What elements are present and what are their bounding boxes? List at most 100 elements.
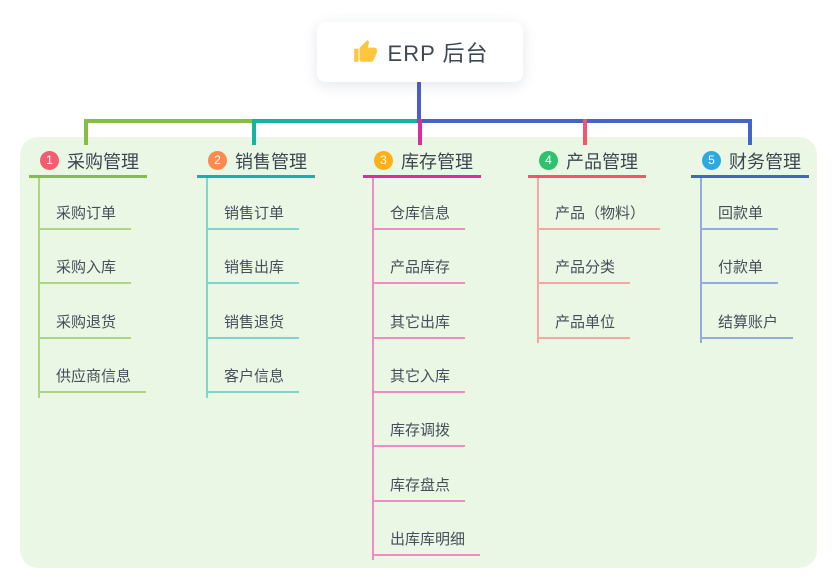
branches-panel <box>20 137 817 568</box>
child-node[interactable]: 结算账户 <box>700 313 794 339</box>
child-node[interactable]: 客户信息 <box>206 367 300 393</box>
branch-spine-line <box>700 178 702 343</box>
child-label: 采购入库 <box>56 259 117 276</box>
branch-number-badge: 5 <box>702 151 721 170</box>
child-underline <box>38 282 132 284</box>
child-node[interactable]: 出库库明细 <box>372 530 481 556</box>
child-label: 仓库信息 <box>390 205 451 222</box>
branch-drop-connector <box>84 119 88 145</box>
child-underline <box>700 282 779 284</box>
branch-drop-connector <box>252 119 256 145</box>
child-node[interactable]: 供应商信息 <box>38 367 147 393</box>
branch-label: 产品管理 <box>566 151 638 172</box>
branch-label: 库存管理 <box>401 151 473 172</box>
branch-label: 销售管理 <box>235 151 307 172</box>
branch-procurement: 1 采购管理 采购订单 采购入库 采购退货 供应商信息 <box>29 0 147 588</box>
branch-number-badge: 2 <box>208 151 227 170</box>
child-underline <box>537 282 631 284</box>
child-label: 产品单位 <box>555 314 616 331</box>
child-node[interactable]: 产品分类 <box>537 258 631 284</box>
branch-finance: 5 财务管理 回款单 付款单 结算账户 <box>691 0 809 588</box>
child-underline <box>372 554 481 556</box>
connector-segment-procurement <box>86 119 254 123</box>
branch-spine-line <box>372 178 374 560</box>
child-label: 其它出库 <box>390 314 451 331</box>
child-underline <box>206 391 300 393</box>
child-label: 采购订单 <box>56 205 117 222</box>
child-underline <box>537 228 661 230</box>
thumbs-up-icon <box>353 40 377 62</box>
connector-segment-sales <box>254 119 419 123</box>
child-node[interactable]: 销售出库 <box>206 258 300 284</box>
child-underline <box>372 337 466 339</box>
child-underline <box>206 337 300 339</box>
child-label: 回款单 <box>718 205 764 222</box>
child-underline <box>372 391 466 393</box>
root-trunk-connector <box>417 82 421 121</box>
child-underline <box>206 228 300 230</box>
branch-spine-line <box>38 178 40 398</box>
child-underline <box>38 228 132 230</box>
child-node[interactable]: 其它入库 <box>372 367 466 393</box>
child-node[interactable]: 库存盘点 <box>372 476 466 502</box>
branch-label: 财务管理 <box>729 151 801 172</box>
child-underline <box>38 337 132 339</box>
child-node[interactable]: 采购订单 <box>38 204 132 230</box>
root-node[interactable]: ERP 后台 <box>317 22 523 82</box>
child-node[interactable]: 产品库存 <box>372 258 466 284</box>
child-label: 采购退货 <box>56 314 117 331</box>
branch-drop-connector <box>748 119 752 145</box>
child-label: 产品（物料） <box>555 205 646 222</box>
child-underline <box>537 337 631 339</box>
branch-sales: 2 销售管理 销售订单 销售出库 销售退货 客户信息 <box>197 0 315 588</box>
branch-inventory-node[interactable]: 3 库存管理 <box>363 146 481 178</box>
child-label: 库存盘点 <box>390 477 451 494</box>
branch-drop-connector <box>583 119 587 145</box>
branch-finance-node[interactable]: 5 财务管理 <box>691 146 809 178</box>
child-label: 销售订单 <box>224 205 285 222</box>
child-node[interactable]: 采购退货 <box>38 313 132 339</box>
child-underline <box>372 445 466 447</box>
child-node[interactable]: 产品单位 <box>537 313 631 339</box>
branch-procurement-node[interactable]: 1 采购管理 <box>29 146 147 178</box>
child-underline <box>206 282 300 284</box>
child-label: 客户信息 <box>224 368 285 385</box>
child-label: 产品分类 <box>555 259 616 276</box>
child-underline <box>372 500 466 502</box>
child-node[interactable]: 仓库信息 <box>372 204 466 230</box>
branch-number-badge: 4 <box>539 151 558 170</box>
child-label: 销售出库 <box>224 259 285 276</box>
child-label: 付款单 <box>718 259 764 276</box>
branch-number-badge: 1 <box>40 151 59 170</box>
branch-inventory: 3 库存管理 仓库信息 产品库存 其它出库 其它入库 库存调拨 库存盘点 <box>363 0 481 588</box>
branch-product-node[interactable]: 4 产品管理 <box>528 146 646 178</box>
child-label: 结算账户 <box>718 314 779 331</box>
child-label: 出库库明细 <box>390 531 466 548</box>
child-underline <box>372 228 466 230</box>
child-underline <box>38 391 147 393</box>
child-node[interactable]: 付款单 <box>700 258 779 284</box>
branch-drop-connector <box>418 119 422 145</box>
child-underline <box>372 282 466 284</box>
child-node[interactable]: 销售订单 <box>206 204 300 230</box>
branch-product: 4 产品管理 产品（物料） 产品分类 产品单位 <box>528 0 661 588</box>
child-node[interactable]: 其它出库 <box>372 313 466 339</box>
branch-spine-line <box>537 178 539 343</box>
child-label: 其它入库 <box>390 368 451 385</box>
child-label: 库存调拨 <box>390 422 451 439</box>
branch-sales-node[interactable]: 2 销售管理 <box>197 146 315 178</box>
root-node-label: ERP 后台 <box>387 41 489 66</box>
child-underline <box>700 337 794 339</box>
child-node[interactable]: 库存调拨 <box>372 421 466 447</box>
child-underline <box>700 228 779 230</box>
child-node[interactable]: 回款单 <box>700 204 779 230</box>
branch-number-badge: 3 <box>374 151 393 170</box>
child-label: 产品库存 <box>390 259 451 276</box>
branch-spine-line <box>206 178 208 398</box>
child-node[interactable]: 采购入库 <box>38 258 132 284</box>
branch-label: 采购管理 <box>67 151 139 172</box>
child-label: 销售退货 <box>224 314 285 331</box>
child-node[interactable]: 产品（物料） <box>537 204 661 230</box>
child-node[interactable]: 销售退货 <box>206 313 300 339</box>
